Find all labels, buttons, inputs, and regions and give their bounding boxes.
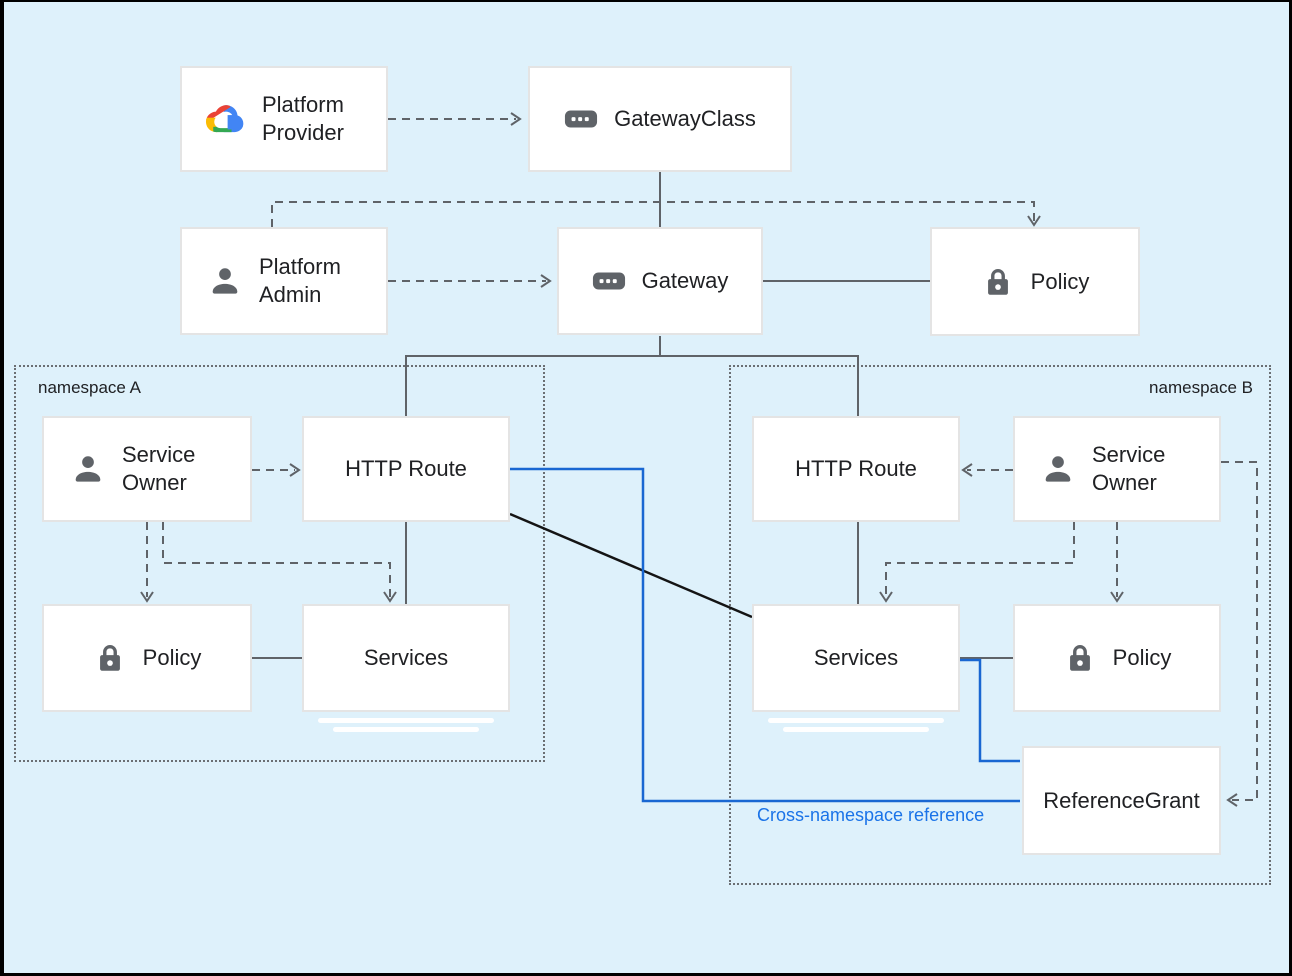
edge-admin-to-policy xyxy=(271,201,1035,227)
arrowhead xyxy=(540,274,552,288)
arrowhead xyxy=(1226,793,1238,807)
node-policy-b: Policy xyxy=(1013,604,1221,712)
node-http-route-b: HTTP Route xyxy=(752,416,960,522)
node-services-a: Services xyxy=(302,604,510,712)
node-label: ReferenceGrant xyxy=(1043,787,1200,813)
api-resource-icon xyxy=(592,270,626,292)
node-label: Services xyxy=(363,645,449,671)
arrowhead xyxy=(140,591,154,603)
node-label: Service Owner xyxy=(1092,442,1166,495)
cross-namespace-reference-label: Cross-namespace reference xyxy=(757,805,985,825)
person-icon xyxy=(1040,451,1076,487)
node-label: Policy xyxy=(1030,268,1090,294)
namespace-b-label: namespace B xyxy=(1149,378,1253,397)
node-http-route-a: HTTP Route xyxy=(302,416,510,522)
namespace-a-label: namespace A xyxy=(38,378,142,397)
node-label: HTTP Route xyxy=(345,456,467,482)
arrowhead xyxy=(1027,215,1041,227)
edge-ownerA-to-servicesA xyxy=(162,522,391,597)
arrowhead xyxy=(510,112,522,126)
arrowhead xyxy=(879,591,893,603)
services-a-stack-line xyxy=(318,718,494,723)
edge-gateway-to-httproutes xyxy=(405,336,859,416)
edge-ownerB-to-servicesB xyxy=(885,522,1075,597)
node-service-owner-a: Service Owner xyxy=(42,416,252,522)
person-icon xyxy=(207,263,243,299)
lock-icon xyxy=(93,641,127,675)
node-platform-provider: Platform Provider xyxy=(180,66,388,172)
node-label: GatewayClass xyxy=(614,106,756,132)
edge-servicesB-to-referencegrant xyxy=(960,658,1020,763)
node-label: Platform Admin xyxy=(259,254,341,307)
edge-httprouteA-to-servicesB xyxy=(509,512,753,619)
api-resource-icon xyxy=(564,108,598,130)
lock-icon xyxy=(981,265,1015,299)
node-label: Platform Provider xyxy=(262,92,344,145)
edge-httprouteA-to-referencegrant xyxy=(510,467,1020,803)
node-policy-top: Policy xyxy=(930,227,1140,336)
arrowhead xyxy=(961,463,973,477)
edge-ownerB-to-referencegrant xyxy=(1221,461,1258,801)
node-label: Service Owner xyxy=(122,442,196,495)
node-label: HTTP Route xyxy=(795,456,917,482)
node-policy-a: Policy xyxy=(42,604,252,712)
node-services-b: Services xyxy=(752,604,960,712)
services-a-stack-line xyxy=(333,727,479,732)
services-b-stack-line xyxy=(768,718,944,723)
node-platform-admin: Platform Admin xyxy=(180,227,388,335)
namespace-a-boundary: namespace A xyxy=(14,365,545,762)
lock-icon xyxy=(1063,641,1097,675)
namespace-b-boundary: namespace B xyxy=(729,365,1271,885)
node-service-owner-b: Service Owner xyxy=(1013,416,1221,522)
node-label: Policy xyxy=(1112,645,1172,671)
gcp-cloud-icon xyxy=(204,102,246,136)
services-b-stack-line xyxy=(783,727,929,732)
arrowhead xyxy=(1110,591,1124,603)
node-gateway-class: GatewayClass xyxy=(528,66,792,172)
node-label: Services xyxy=(813,645,899,671)
node-label: Policy xyxy=(142,645,202,671)
node-gateway: Gateway xyxy=(557,227,763,335)
node-reference-grant: ReferenceGrant xyxy=(1022,746,1221,855)
arrowhead xyxy=(289,463,301,477)
arrowhead xyxy=(383,591,397,603)
node-label: Gateway xyxy=(641,268,729,294)
person-icon xyxy=(70,451,106,487)
